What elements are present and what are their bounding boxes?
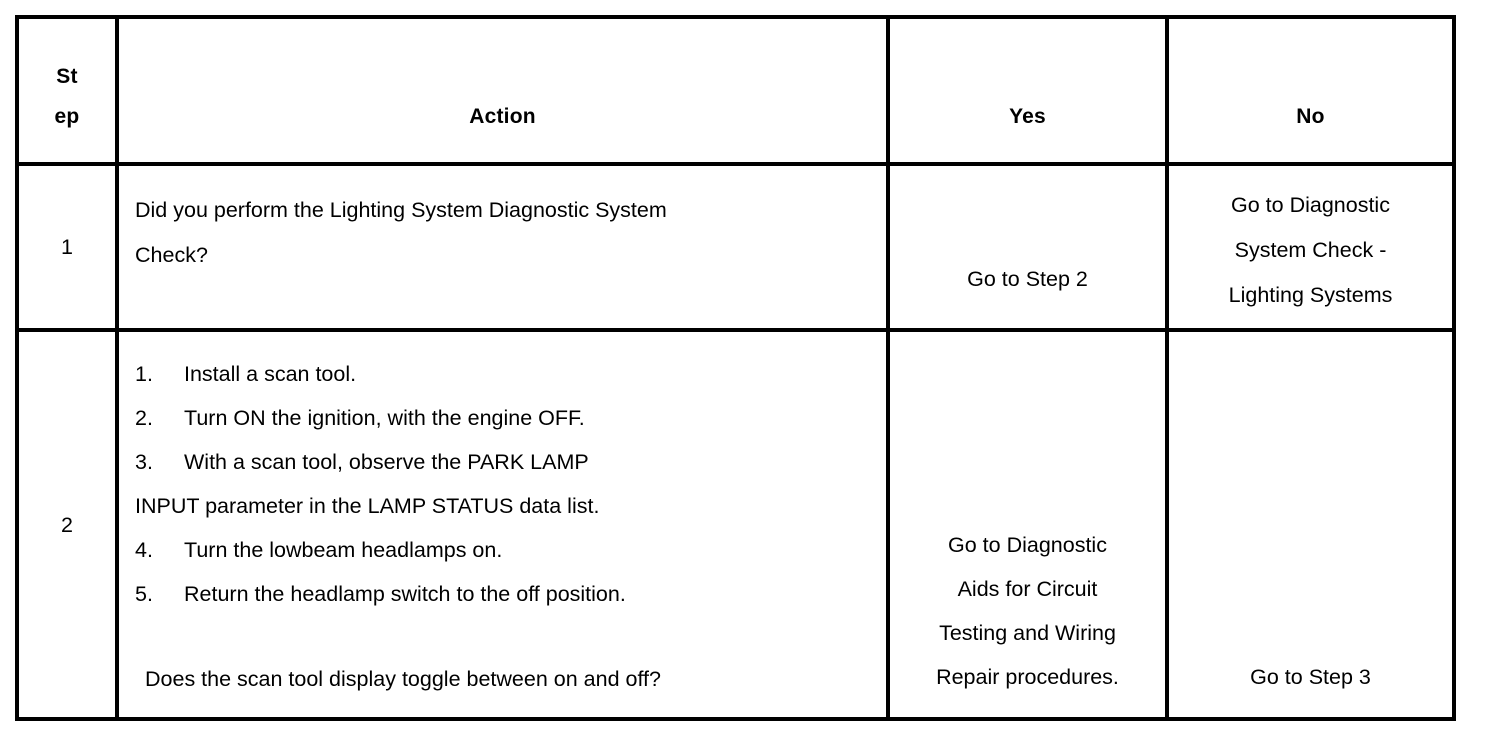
- action-cell-2: 1. Install a scan tool. 2. Turn ON the i…: [115, 328, 890, 721]
- header-cell-yes: Yes: [886, 15, 1169, 166]
- step-cell-2: 2: [15, 328, 119, 721]
- list-marker: 1.: [135, 362, 153, 386]
- no-line: Lighting Systems: [1228, 283, 1393, 307]
- yes-cell-2: Go to Diagnostic Aids for Circuit Testin…: [886, 328, 1169, 721]
- yes-line: Go to Step 2: [967, 267, 1088, 291]
- header-no: No: [1296, 105, 1325, 128]
- list-item-text: Return the headlamp switch to the off po…: [184, 582, 626, 606]
- action-cell-1: Did you perform the Lighting System Diag…: [115, 162, 890, 332]
- list-item: 2. Turn ON the ignition, with the engine…: [135, 396, 589, 440]
- list-item-text: Install a scan tool.: [184, 362, 357, 386]
- header-yes: Yes: [1009, 105, 1046, 128]
- list-item: 1. Install a scan tool.: [135, 352, 589, 396]
- list-marker: 3.: [135, 450, 153, 474]
- yes-line: Testing and Wiring: [939, 621, 1116, 645]
- yes-line: Repair procedures.: [936, 665, 1119, 689]
- list-item: 4. Turn the lowbeam headlamps on.: [135, 528, 626, 572]
- header-cell-no: No: [1165, 15, 1456, 166]
- list-item-text: Turn ON the ignition, with the engine OF…: [184, 406, 585, 430]
- list-item-text: Turn the lowbeam headlamps on.: [184, 538, 503, 562]
- no-cell-1: Go to Diagnostic System Check - Lighting…: [1165, 162, 1456, 332]
- list-marker: 4.: [135, 538, 153, 562]
- table-header-row: St ep Action Yes: [15, 15, 1456, 166]
- list-item: 5. Return the headlamp switch to the off…: [135, 572, 626, 616]
- yes-line: Go to Diagnostic: [948, 533, 1107, 557]
- diagnostic-procedure-table: St ep Action Yes: [15, 15, 1456, 721]
- action-continuation-line: INPUT parameter in the LAMP STATUS data …: [135, 494, 600, 518]
- table-row: 1 Did you perform the Lighting System Di…: [15, 162, 1456, 332]
- step-number: 1: [61, 235, 73, 259]
- yes-line: Aids for Circuit: [957, 577, 1098, 601]
- step-number: 2: [61, 512, 73, 537]
- list-item-text: With a scan tool, observe the PARK LAMP: [184, 450, 589, 474]
- no-cell-2: Go to Step 3: [1165, 328, 1456, 721]
- list-marker: 5.: [135, 582, 153, 606]
- no-line: System Check -: [1234, 238, 1387, 262]
- action-step-list: 1. Install a scan tool. 2. Turn ON the i…: [135, 352, 589, 484]
- header-cell-action: Action: [115, 15, 890, 166]
- step-cell-1: 1: [15, 162, 119, 332]
- no-line: Go to Step 3: [1250, 665, 1371, 689]
- action-line: Did you perform the Lighting System Diag…: [135, 198, 667, 222]
- action-question: Does the scan tool display toggle betwee…: [145, 667, 661, 691]
- action-line: Check?: [135, 243, 208, 267]
- header-action: Action: [469, 105, 536, 128]
- table-row: 2 1. Install a scan tool. 2. Turn ON t: [15, 328, 1456, 721]
- list-item: 3. With a scan tool, observe the PARK LA…: [135, 440, 589, 484]
- list-marker: 2.: [135, 406, 153, 430]
- action-step-list-continued: 4. Turn the lowbeam headlamps on. 5. Ret…: [135, 528, 626, 616]
- header-cell-step: St ep: [15, 15, 119, 166]
- yes-cell-1: Go to Step 2: [886, 162, 1169, 332]
- header-step-line2: ep: [54, 105, 80, 128]
- header-step-line1: St: [56, 65, 78, 88]
- no-line: Go to Diagnostic: [1231, 193, 1390, 217]
